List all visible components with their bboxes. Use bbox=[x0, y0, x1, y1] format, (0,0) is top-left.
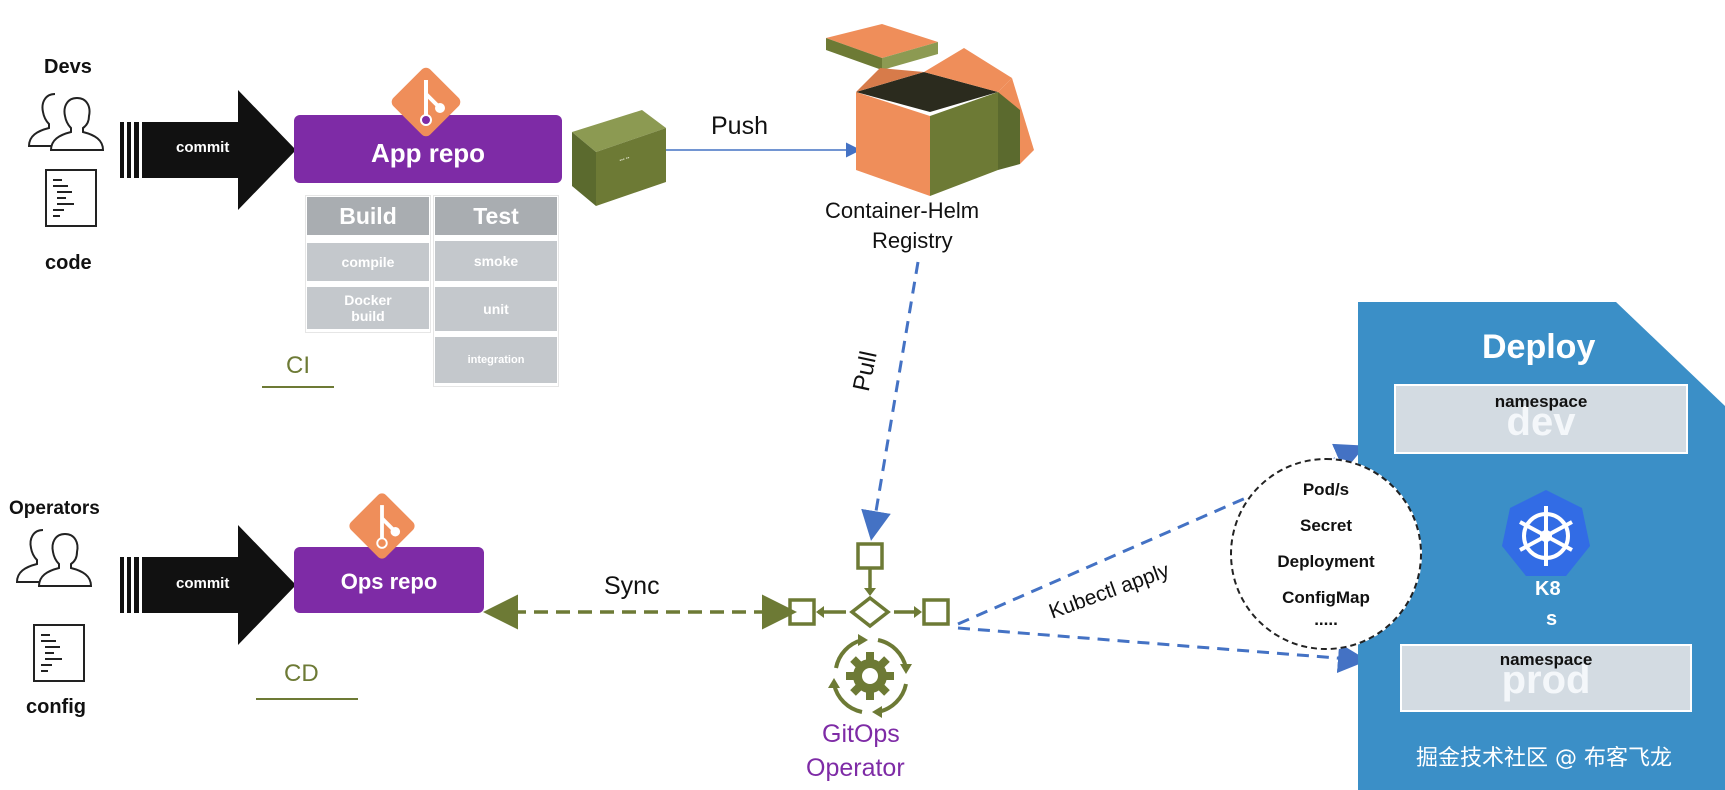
ci-test-column: Test smoke unit integration bbox=[434, 196, 558, 386]
ci-build-item: compile bbox=[306, 242, 430, 282]
commit-label-devs: commit bbox=[176, 139, 230, 156]
namespace-dev: dev namespace bbox=[1394, 384, 1688, 454]
document-icon bbox=[45, 169, 97, 227]
deploy-title: Deploy bbox=[1482, 328, 1596, 366]
ci-test-item: smoke bbox=[434, 240, 558, 282]
gear-icon bbox=[828, 634, 912, 718]
operator-label-line2: Operator bbox=[806, 754, 905, 782]
devs-code-label: code bbox=[45, 252, 92, 274]
push-label: Push bbox=[711, 112, 768, 140]
namespace-prod: prod namespace bbox=[1400, 644, 1692, 712]
registry-label-line1: Container-Helm bbox=[825, 198, 980, 223]
ci-test-header: Test bbox=[434, 196, 558, 236]
ci-test-item: integration bbox=[434, 336, 558, 384]
app-repo-label: App repo bbox=[370, 137, 486, 168]
kubernetes-wheel-icon bbox=[1502, 490, 1590, 576]
devs-label: Devs bbox=[44, 56, 92, 78]
k8s-label-line1: K8 bbox=[1535, 578, 1561, 600]
namespace-caption: namespace bbox=[1494, 392, 1588, 411]
sync-label: Sync bbox=[604, 572, 660, 600]
ci-build-header: Build bbox=[306, 196, 430, 236]
watermark: 掘金技术社区 @ 布客飞龙 bbox=[1416, 746, 1672, 771]
resource-item: Pod/s bbox=[1302, 480, 1350, 499]
operators-label: Operators bbox=[9, 498, 100, 519]
ci-build-item: Docker build bbox=[306, 286, 430, 330]
document-icon bbox=[33, 624, 85, 682]
git-icon bbox=[391, 67, 461, 137]
resources-circle: Pod/s Secret Deployment ConfigMap ..... bbox=[1230, 458, 1422, 650]
operator-label-line1: GitOps bbox=[822, 720, 900, 748]
ops-repo-label: Ops repo bbox=[340, 569, 438, 594]
ops-repo-box: Ops repo bbox=[294, 547, 484, 613]
open-box-icon bbox=[826, 24, 1034, 196]
namespace-caption: namespace bbox=[1499, 650, 1593, 669]
container-block-icon: ▪▪▪ ▪▪ bbox=[572, 110, 666, 206]
cd-label: CD bbox=[284, 660, 319, 687]
ci-underline bbox=[262, 386, 334, 388]
cd-underline bbox=[256, 698, 358, 700]
pull-line bbox=[861, 261, 920, 541]
user-group-icon bbox=[27, 93, 105, 151]
resource-item: Secret bbox=[1300, 516, 1352, 535]
namespace-name: prod bbox=[1501, 658, 1591, 702]
k8s-label-line2: s bbox=[1546, 608, 1558, 630]
ci-test-item: unit bbox=[434, 286, 558, 332]
resource-item: ConfigMap bbox=[1282, 588, 1370, 607]
resource-item: Deployment bbox=[1277, 552, 1375, 571]
ci-label: CI bbox=[286, 352, 310, 379]
git-icon bbox=[349, 493, 415, 559]
resource-item: ..... bbox=[1314, 610, 1338, 629]
namespace-name: dev bbox=[1506, 400, 1576, 444]
ci-build-column: Build compile Docker build bbox=[306, 196, 430, 332]
operator-symbol bbox=[788, 542, 950, 629]
apply-line-prod bbox=[957, 626, 1368, 674]
commit-arrow-devs bbox=[120, 90, 296, 210]
svg-text:▪▪▪ ▪▪: ▪▪▪ ▪▪ bbox=[619, 155, 631, 164]
registry-label-line2: Registry bbox=[872, 228, 953, 253]
operators-config-label: config bbox=[26, 696, 86, 718]
commit-arrow-operators bbox=[120, 525, 296, 645]
user-group-icon bbox=[15, 529, 93, 587]
commit-label-operators: commit bbox=[176, 575, 230, 592]
